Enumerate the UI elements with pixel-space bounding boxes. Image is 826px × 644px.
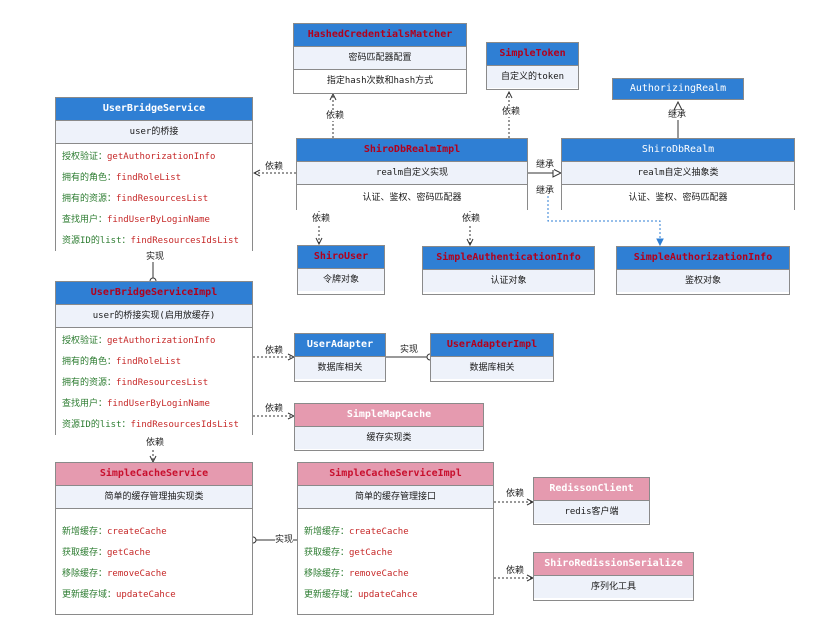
method-row: 授权验证：getAuthorizationInfo <box>62 152 216 162</box>
edge-impl-authorization <box>547 192 660 245</box>
user-bridge-service-impl-box[interactable]: UserBridgeServiceImpl user的桥接实现(启用放缓存) 授… <box>55 281 253 436</box>
method-row: 资源ID的list：findResourcesIdsList <box>62 236 239 246</box>
box-row: 令牌对象 <box>298 269 384 291</box>
edge-label-depend: 依赖 <box>265 346 284 356</box>
user-bridge-service-box[interactable]: UserBridgeService user的桥接 授权验证：getAuthor… <box>55 97 253 252</box>
shiro-redission-serialize-box[interactable]: ShiroRedissionSerialize 序列化工具 <box>533 552 694 601</box>
box-title: SimpleMapCache <box>295 404 483 427</box>
method-row: 移除缓存：removeCache <box>62 569 167 579</box>
method-row: 新增缓存：createCache <box>62 527 167 537</box>
box-subtitle: 简单的缓存管理抽实现类 <box>56 486 252 509</box>
box-title: HashedCredentialsMatcher <box>307 29 453 40</box>
method-row: 拥有的角色：findRoleList <box>62 173 182 183</box>
method-row: 更新缓存域：updateCahce <box>304 590 418 600</box>
box-title: UserBridgeServiceImpl <box>90 287 218 298</box>
simple-authentication-info-box[interactable]: SimpleAuthenticationInfo 认证对象 <box>422 246 595 295</box>
method-row: 拥有的资源：findResourcesList <box>62 378 209 388</box>
box-title: SimpleToken <box>499 48 566 59</box>
edge-label-depend: 依赖 <box>462 214 481 224</box>
box-title: ShiroUser <box>313 251 369 262</box>
box-row: 自定义的token <box>487 66 578 88</box>
box-subtitle: user的桥接 <box>56 121 252 144</box>
box-title: SimpleCacheService <box>56 463 252 486</box>
simple-authorization-info-box[interactable]: SimpleAuthorizationInfo 鉴权对象 <box>616 246 790 295</box>
simple-cache-service-box[interactable]: SimpleCacheService 简单的缓存管理抽实现类 新增缓存：crea… <box>55 462 253 615</box>
box-row: redis客户端 <box>534 501 649 523</box>
box-row: 认证、鉴权、密码匹配器 <box>297 185 527 211</box>
box-title: UserAdapterImpl <box>446 339 538 350</box>
method-row: 资源ID的list：findResourcesIdsList <box>62 420 239 430</box>
redisson-client-box[interactable]: RedissonClient redis客户端 <box>533 477 650 525</box>
shiro-db-realm-box[interactable]: ShiroDbRealm realm自定义抽象类 认证、鉴权、密码匹配器 <box>561 138 795 211</box>
method-list: 授权验证：getAuthorizationInfo 拥有的角色：findRole… <box>56 144 252 252</box>
box-title: SimpleCacheServiceImpl <box>298 463 493 486</box>
method-row: 查找用户：findUserByLoginName <box>62 215 210 225</box>
method-row: 新增缓存：createCache <box>304 527 409 537</box>
edge-label-inherit: 继承 <box>536 186 555 196</box>
authorizing-realm-box[interactable]: AuthorizingRealm <box>612 78 744 100</box>
box-row: 认证对象 <box>423 270 594 292</box>
box-title: RedissonClient <box>534 478 649 501</box>
box-row: realm自定义实现 <box>297 162 527 185</box>
box-title: UserBridgeService <box>56 98 252 121</box>
edge-label-depend: 依赖 <box>506 566 525 576</box>
box-title: SimpleAuthenticationInfo <box>436 252 581 263</box>
simple-map-cache-box[interactable]: SimpleMapCache 缓存实现类 <box>294 403 484 451</box>
edge-label-inherit: 继承 <box>536 160 555 170</box>
edge-label-implement: 实现 <box>146 252 165 262</box>
box-title: UserAdapter <box>306 339 374 350</box>
method-row: 移除缓存：removeCache <box>304 569 409 579</box>
box-row: realm自定义抽象类 <box>562 162 794 185</box>
edge-label-implement: 实现 <box>275 535 294 545</box>
shiro-user-box[interactable]: ShiroUser 令牌对象 <box>297 245 385 295</box>
box-row: 序列化工具 <box>534 576 693 598</box>
edge-label-depend: 依赖 <box>265 162 284 172</box>
box-title: SimpleAuthorizationInfo <box>633 252 773 263</box>
method-row: 获取缓存：getCache <box>304 548 393 558</box>
shiro-db-realm-impl-box[interactable]: ShiroDbRealmImpl realm自定义实现 认证、鉴权、密码匹配器 <box>296 138 528 211</box>
edge-label-inherit: 继承 <box>668 110 687 120</box>
box-row: 鉴权对象 <box>617 270 789 292</box>
user-adapter-impl-box[interactable]: UserAdapterImpl 数据库相关 <box>430 333 554 382</box>
edge-label-depend: 依赖 <box>312 214 331 224</box>
box-row: 数据库相关 <box>295 357 385 379</box>
method-list: 新增缓存：createCache 获取缓存：getCache 移除缓存：remo… <box>56 509 252 606</box>
box-row: 指定hash次数和hash方式 <box>294 70 466 92</box>
box-title: AuthorizingRealm <box>613 79 743 99</box>
method-row: 授权验证：getAuthorizationInfo <box>62 336 216 346</box>
method-row: 拥有的资源：findResourcesList <box>62 194 209 204</box>
user-adapter-box[interactable]: UserAdapter 数据库相关 <box>294 333 386 382</box>
box-subtitle: user的桥接实现(启用放缓存) <box>56 305 252 328</box>
method-row: 更新缓存域：updateCahce <box>62 590 176 600</box>
box-title: ShiroRedissionSerialize <box>534 553 693 576</box>
edge-label-depend: 依赖 <box>502 107 521 117</box>
method-list: 新增缓存：createCache 获取缓存：getCache 移除缓存：remo… <box>298 509 493 606</box>
simple-token-box[interactable]: SimpleToken 自定义的token <box>486 42 579 90</box>
simple-cache-service-impl-box[interactable]: SimpleCacheServiceImpl 简单的缓存管理接口 新增缓存：cr… <box>297 462 494 615</box>
edge-label-depend: 依赖 <box>326 111 345 121</box>
box-row: 密码匹配器配置 <box>294 47 466 70</box>
edge-label-depend: 依赖 <box>146 438 165 448</box>
box-title: ShiroDbRealmImpl <box>363 144 461 155</box>
edge-label-depend: 依赖 <box>506 489 525 499</box>
box-subtitle: 简单的缓存管理接口 <box>298 486 493 509</box>
box-row: 认证、鉴权、密码匹配器 <box>562 185 794 211</box>
hashed-credentials-matcher-box[interactable]: HashedCredentialsMatcher 密码匹配器配置 指定hash次… <box>293 23 467 94</box>
box-row: 缓存实现类 <box>295 427 483 449</box>
method-row: 查找用户：findUserByLoginName <box>62 399 210 409</box>
method-list: 授权验证：getAuthorizationInfo 拥有的角色：findRole… <box>56 328 252 436</box>
box-row: 数据库相关 <box>431 357 553 379</box>
edge-label-implement: 实现 <box>400 345 419 355</box>
box-title: ShiroDbRealm <box>562 139 794 162</box>
method-row: 拥有的角色：findRoleList <box>62 357 182 367</box>
edge-label-depend: 依赖 <box>265 404 284 414</box>
method-row: 获取缓存：getCache <box>62 548 151 558</box>
